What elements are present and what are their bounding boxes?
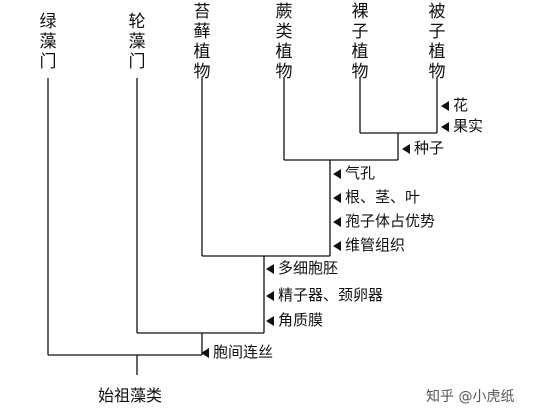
root-label: 始祖藻类: [98, 386, 163, 405]
trait-plasmodesmata-label: 胞间连丝: [213, 343, 274, 361]
taxon-green-algae: 绿藻门: [39, 12, 57, 72]
trait-seed: 种子: [402, 139, 444, 157]
trait-sporophyte: 孢子体占优势: [333, 212, 435, 230]
trait-root-stem-leaf: 根、茎、叶: [333, 188, 420, 206]
taxon-angiosperms: 被子植物: [428, 2, 446, 82]
trait-fruit: 果实: [441, 117, 483, 135]
trait-vascular: 维管组织: [333, 236, 405, 254]
trait-marker-icon: [266, 264, 274, 274]
trait-marker-icon: [441, 101, 449, 111]
trait-stomata: 气孔: [333, 164, 375, 182]
trait-embryo: 多细胞胚: [266, 259, 338, 277]
trait-marker-icon: [201, 348, 209, 358]
watermark: 知乎 @小虎纸: [426, 389, 515, 405]
taxon-gymnosperms: 裸子植物: [351, 2, 369, 82]
trait-stomata-label: 气孔: [345, 164, 376, 182]
trait-marker-icon: [333, 169, 341, 179]
trait-gametangia-label: 精子器、颈卵器: [278, 286, 384, 304]
trait-marker-icon: [266, 291, 274, 301]
taxon-charophytes: 轮藻门: [128, 12, 146, 72]
trait-root-stem-leaf-label: 根、茎、叶: [345, 188, 421, 206]
trait-marker-icon: [441, 122, 449, 132]
trait-flower-label: 花: [453, 96, 469, 114]
trait-embryo-label: 多细胞胚: [278, 259, 339, 277]
trait-cuticle-label: 角质膜: [278, 311, 324, 329]
trait-vascular-label: 维管组织: [345, 236, 406, 254]
taxon-bryophytes: 苔藓植物: [193, 2, 211, 82]
trait-marker-icon: [333, 217, 341, 227]
trait-marker-icon: [266, 316, 274, 326]
trait-gametangia: 精子器、颈卵器: [266, 286, 383, 304]
trait-marker-icon: [333, 193, 341, 203]
trait-fruit-label: 果实: [453, 117, 484, 135]
trait-flower: 花: [441, 96, 468, 114]
trait-plasmodesmata: 胞间连丝: [201, 343, 273, 361]
trait-marker-icon: [333, 241, 341, 251]
trait-sporophyte-label: 孢子体占优势: [345, 212, 436, 230]
trait-seed-label: 种子: [414, 139, 445, 157]
trait-marker-icon: [402, 144, 410, 154]
trait-cuticle: 角质膜: [266, 311, 323, 329]
taxon-ferns: 蕨类植物: [275, 2, 293, 82]
